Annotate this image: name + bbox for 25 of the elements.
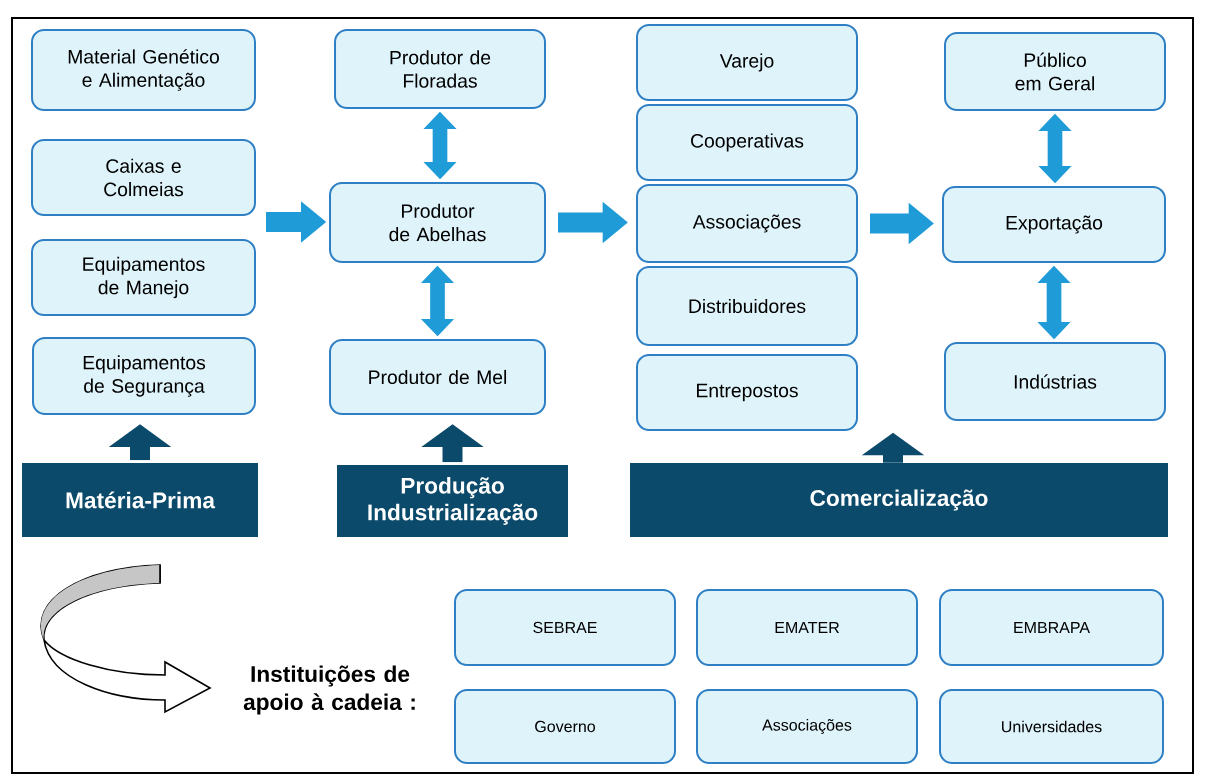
category-band: Matéria-Prima — [22, 463, 258, 537]
institution-box: Associações — [696, 689, 918, 764]
process-box: Associações — [636, 184, 858, 263]
process-box: Equipamentos de Segurança — [32, 337, 256, 415]
process-box: Público em Geral — [944, 32, 1166, 111]
process-box: Varejo — [636, 24, 858, 101]
category-band: Produção Industrialização — [337, 465, 568, 537]
process-box: Produtor de Floradas — [334, 29, 546, 109]
institution-box: EMATER — [696, 589, 918, 666]
process-box: Produtor de Abelhas — [329, 182, 546, 263]
process-box: Equipamentos de Manejo — [31, 239, 256, 316]
institution-box: Universidades — [939, 689, 1164, 764]
caption-text: Instituições de apoio à cadeia : — [243, 665, 415, 715]
process-box: Cooperativas — [636, 104, 858, 181]
process-box: Indústrias — [944, 342, 1166, 421]
process-box: Produtor de Mel — [329, 339, 546, 415]
process-box: Caixas e Colmeias — [31, 139, 256, 216]
institution-box: EMBRAPA — [939, 589, 1164, 666]
category-band: Comercialização — [630, 463, 1168, 537]
process-box: Material Genético e Alimentação — [31, 29, 256, 111]
institution-box: SEBRAE — [454, 589, 676, 666]
process-box: Entrepostos — [636, 354, 858, 431]
process-box: Distribuidores — [636, 266, 858, 346]
institution-box: Governo — [454, 689, 676, 764]
process-box: Exportação — [942, 186, 1166, 263]
